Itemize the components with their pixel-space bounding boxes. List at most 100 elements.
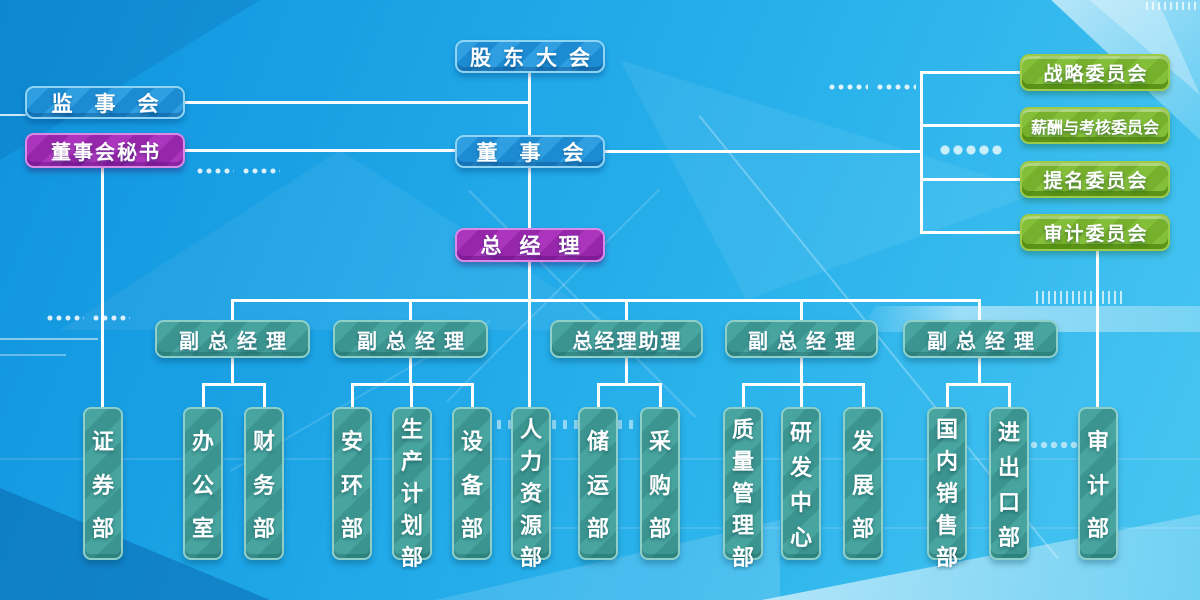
deco-dots xyxy=(196,167,234,175)
connector xyxy=(1008,384,1011,408)
connector xyxy=(921,71,1022,74)
node-dept-procurement: 采购部 xyxy=(640,407,680,560)
node-label: 安环部 xyxy=(340,429,363,543)
connector xyxy=(185,149,457,152)
node-label: 质量管理部 xyxy=(731,418,754,571)
connector xyxy=(263,384,266,408)
connector xyxy=(800,357,803,385)
node-shareholders-meeting: 股东大会 xyxy=(455,40,605,73)
node-general-manager: 总经理 xyxy=(455,228,605,262)
connector xyxy=(921,231,1022,234)
node-dept-import-export: 进出口部 xyxy=(989,407,1029,560)
node-label: 财务部 xyxy=(252,429,275,543)
deco-dots xyxy=(46,314,84,322)
node-dept-storage-transport: 储运部 xyxy=(578,407,618,560)
connector xyxy=(800,301,803,320)
node-dept-equipment: 设备部 xyxy=(452,407,492,560)
connector xyxy=(202,384,205,408)
node-label: 办公室 xyxy=(191,429,214,543)
node-board-secretary: 董事会秘书 xyxy=(25,133,185,168)
connector xyxy=(946,383,1011,386)
connector xyxy=(921,178,1022,181)
node-dept-quality-management: 质量管理部 xyxy=(723,407,763,571)
connector xyxy=(742,384,745,408)
deco-dots xyxy=(242,167,280,175)
node-strategy-committee: 战略委员会 xyxy=(1020,54,1170,91)
node-dept-office: 办公室 xyxy=(183,407,223,560)
node-label: 设备部 xyxy=(460,429,483,543)
node-label: 董事会 xyxy=(476,140,606,165)
node-dept-finance: 财务部 xyxy=(244,407,284,560)
node-dept-securities: 证券部 xyxy=(83,407,123,560)
node-label: 监事会 xyxy=(51,91,181,116)
node-label: 进出口部 xyxy=(997,421,1020,551)
connector xyxy=(409,301,412,320)
node-dept-safety-env: 安环部 xyxy=(332,407,372,560)
node-label: 战略委员会 xyxy=(1043,63,1149,85)
node-label: 审计部 xyxy=(1086,429,1109,543)
connector xyxy=(185,101,530,104)
node-label: 提名委员会 xyxy=(1043,170,1149,192)
connector xyxy=(742,383,865,386)
connector xyxy=(978,357,981,385)
node-label: 总经理助理 xyxy=(572,328,683,353)
node-label: 国内销售部 xyxy=(935,418,958,571)
node-dept-audit: 审计部 xyxy=(1078,407,1118,560)
node-label: 董事会秘书 xyxy=(51,140,161,164)
node-label: 储运部 xyxy=(586,429,609,543)
deco-tick-row xyxy=(1036,291,1124,304)
connector xyxy=(410,384,413,408)
node-board-of-directors: 董事会 xyxy=(455,135,605,168)
node-supervisory-board: 监事会 xyxy=(25,86,185,119)
node-deputy-gm-4: 副总经理 xyxy=(903,320,1058,358)
deco-dots xyxy=(876,83,916,91)
connector xyxy=(231,299,981,302)
node-label: 人力资源部 xyxy=(519,418,542,571)
connector xyxy=(351,384,354,408)
deco-tick-row xyxy=(1146,2,1196,10)
node-dept-development: 发展部 xyxy=(843,407,883,560)
node-label: 审计委员会 xyxy=(1043,223,1149,245)
deco-line xyxy=(0,354,66,356)
node-deputy-gm-3: 副总经理 xyxy=(725,320,878,358)
node-nomination-committee: 提名委员会 xyxy=(1020,161,1170,198)
node-label: 总经理 xyxy=(480,234,598,258)
node-dept-human-resources: 人力资源部 xyxy=(511,407,551,571)
connector xyxy=(202,383,266,386)
connector xyxy=(231,357,234,385)
connector xyxy=(659,384,662,408)
node-deputy-gm-1: 副总经理 xyxy=(155,320,310,358)
connector xyxy=(921,124,1022,127)
deco-dots xyxy=(828,83,868,91)
node-dept-rnd-center: 研发中心 xyxy=(781,407,821,560)
connector xyxy=(946,384,949,408)
connector xyxy=(625,301,628,320)
node-label: 发展部 xyxy=(851,429,874,543)
node-label: 副总经理 xyxy=(927,328,1043,353)
node-label: 采购部 xyxy=(648,429,671,543)
connector xyxy=(101,168,104,408)
node-dept-domestic-sales: 国内销售部 xyxy=(927,407,967,571)
connector xyxy=(528,72,531,136)
connector xyxy=(978,301,981,320)
node-label: 副总经理 xyxy=(357,328,473,353)
node-label: 股东大会 xyxy=(470,45,602,70)
deco-dash-row xyxy=(486,420,644,429)
connector xyxy=(597,384,600,408)
node-label: 生产计划部 xyxy=(400,418,423,571)
connector xyxy=(231,301,234,320)
connector xyxy=(528,262,531,408)
connector xyxy=(471,384,474,408)
deco-dots-cyan xyxy=(1030,441,1080,449)
node-label: 副总经理 xyxy=(748,328,864,353)
connector xyxy=(1096,250,1099,408)
deco-dots xyxy=(92,314,130,322)
node-deputy-gm-2: 副总经理 xyxy=(333,320,488,358)
node-label: 副总经理 xyxy=(179,328,295,353)
node-dept-production-planning: 生产计划部 xyxy=(392,407,432,571)
node-label: 研发中心 xyxy=(789,421,812,551)
node-audit-committee: 审计委员会 xyxy=(1020,214,1170,251)
node-label: 薪酬与考核委员会 xyxy=(1030,117,1159,137)
deco-dots-large xyxy=(940,145,1004,155)
deco-line xyxy=(0,114,26,116)
